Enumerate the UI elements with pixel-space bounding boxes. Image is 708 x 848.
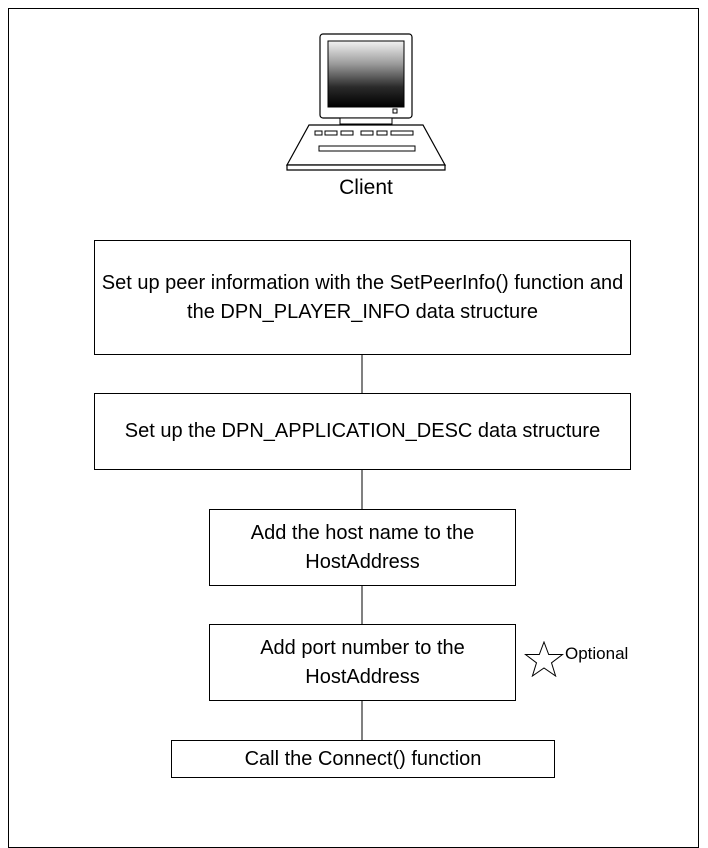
step-call-connect: Call the Connect() function — [171, 740, 555, 778]
step-add-host-name: Add the host name to the HostAddress — [209, 509, 516, 586]
step-add-port-number: Add port number to the HostAddress — [209, 624, 516, 701]
client-label: Client — [339, 176, 393, 199]
step-set-peer-info: Set up peer information with the SetPeer… — [94, 240, 631, 355]
computer-icon — [285, 33, 447, 171]
star-icon — [524, 641, 564, 677]
optional-label: Optional — [565, 644, 629, 663]
step-application-desc: Set up the DPN_APPLICATION_DESC data str… — [94, 393, 631, 470]
connectors — [361, 354, 363, 740]
